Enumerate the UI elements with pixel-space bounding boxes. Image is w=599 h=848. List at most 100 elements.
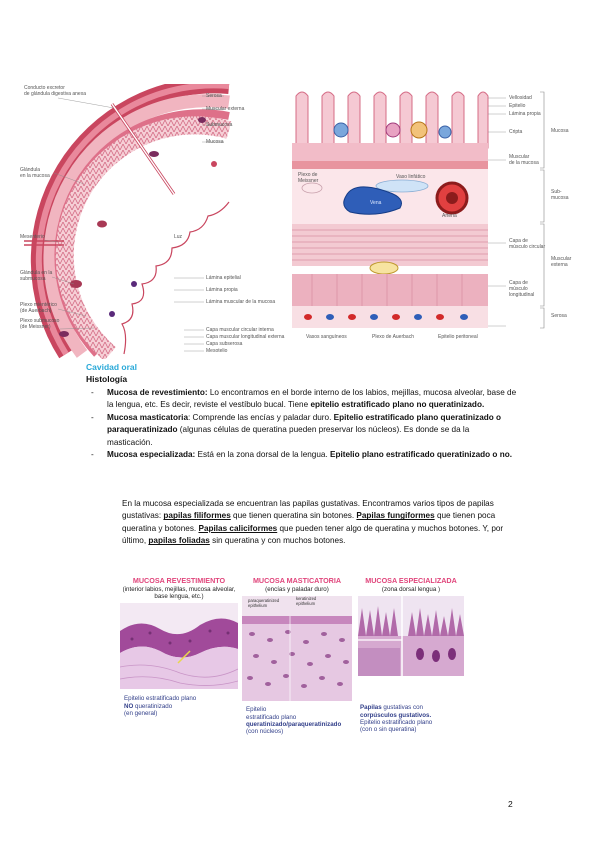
label-circular-muscle: Capa de músculo circular bbox=[509, 238, 546, 250]
page-number: 2 bbox=[508, 799, 513, 809]
item-bold-tail: epitelio estratificado plano no queratin… bbox=[310, 400, 485, 410]
foliate-papillae: papilas foliadas bbox=[148, 536, 210, 546]
paragraph-text: que tienen poca queratina y botones. bbox=[122, 511, 496, 533]
digestive-tube-drawing bbox=[24, 77, 232, 361]
paragraph-text: que pueden tener algo de queratina y muc… bbox=[122, 523, 504, 546]
label-muscular-externa: Muscular externa bbox=[206, 106, 245, 112]
label-vein: Vena bbox=[370, 200, 382, 206]
caption-line: (en general) bbox=[124, 710, 158, 718]
card-subtitle: (interior labios, mejillas, mucosa alveo… bbox=[122, 586, 236, 601]
caption-line: NO queratinizado bbox=[124, 703, 238, 710]
caption-line: Epitelio estratificado plano bbox=[360, 719, 433, 727]
label-gland-submucosa: Glándula en la submucosa bbox=[20, 270, 53, 282]
caption-text: gustativas con bbox=[381, 704, 423, 712]
label-mesentery: Mesenterio bbox=[20, 234, 45, 240]
intestinal-wall-drawing bbox=[292, 88, 545, 333]
label-artery: Arteria bbox=[442, 213, 457, 219]
item-heading: Mucosa masticatoria bbox=[107, 412, 188, 422]
label-blood-vessels: Vasos sanguíneos bbox=[306, 334, 347, 340]
label-meissner: Plexo de Meissner bbox=[298, 172, 319, 184]
tag-paraqueratinized: paraqueratinized epithelium bbox=[248, 598, 280, 609]
bracket-muscular-externa: Muscular externa bbox=[551, 256, 572, 268]
lining-mucosa-micrograph bbox=[120, 603, 238, 690]
card-subtitle: (zona dorsal lengua ) bbox=[381, 586, 441, 593]
caption-line: Epitelio estratificado plano bbox=[124, 695, 197, 703]
item-heading: Mucosa de revestimiento: bbox=[107, 388, 208, 397]
label-epithelial-lamina: Lámina epitelial bbox=[206, 275, 241, 281]
label-myenteric-plexus: Plexo mientérico (de Auerbach) bbox=[20, 302, 57, 314]
card-caption: Epitelio estratificado plano NO queratin… bbox=[120, 695, 238, 717]
card-title: MUCOSA ESPECIALIZADA bbox=[365, 576, 457, 585]
histology-card-lining: MUCOSA REVESTIMIENTO (interior labios, m… bbox=[120, 576, 238, 718]
item-text: : Comprende las encías y paladar duro. bbox=[188, 412, 334, 422]
bracket-serosa: Serosa bbox=[551, 313, 567, 319]
intestinal-wall-diagram: Vellosidad Epitelio Lámina propia Cripta… bbox=[292, 88, 582, 346]
label-crypt: Cripta bbox=[509, 129, 523, 135]
list-item: - Mucosa especializada: Está en la zona … bbox=[91, 449, 517, 461]
label-mesothelium: Mesotelio bbox=[206, 348, 228, 354]
label-lumen: Luz bbox=[174, 234, 183, 240]
mucosa-type-list: - Mucosa de revestimiento: Lo encontramo… bbox=[91, 387, 517, 461]
label-longitudinal-muscle: Capa de músculo longitudinal bbox=[509, 280, 535, 298]
label-villus: Vellosidad bbox=[509, 95, 532, 101]
label-gland-mucosa: Glándula en la mucosa bbox=[20, 167, 50, 179]
masticatory-mucosa-micrograph bbox=[242, 596, 352, 702]
section-subtitle: Histología bbox=[86, 374, 128, 384]
list-dash: - bbox=[91, 388, 94, 397]
label-circular-layer: Capa muscular circular interna bbox=[206, 327, 274, 333]
label-lamina-propria: Lámina propia bbox=[206, 287, 238, 293]
paragraph-text: que tienen queratina sin botones. bbox=[230, 511, 357, 521]
filiform-papillae: papilas filiformes bbox=[163, 511, 231, 521]
histology-card-specialized: MUCOSA ESPECIALIZADA (zona dorsal lengua… bbox=[358, 576, 464, 734]
card-caption: Epitelio estratificado plano queratiniza… bbox=[242, 706, 352, 736]
caption-line: Epitelio bbox=[246, 706, 267, 714]
list-dash: - bbox=[91, 450, 94, 460]
bracket-mucosa: Mucosa bbox=[551, 128, 569, 134]
item-tail: (algunas células de queratina pueden pre… bbox=[107, 425, 470, 447]
label-muscularis-mucosae: Lámina muscular de la mucosa bbox=[206, 299, 276, 305]
card-title: MUCOSA MASTICATORIA bbox=[252, 576, 342, 585]
masticatory-image-frame: paraqueratinized epithelium keratinized … bbox=[242, 596, 352, 702]
caption-line: (con o sin queratina) bbox=[360, 726, 417, 734]
label-lamina-propria-right: Lámina propia bbox=[509, 111, 541, 117]
section-title: Cavidad oral bbox=[86, 362, 138, 372]
list-item: - Mucosa masticatoria: Comprende las enc… bbox=[91, 412, 517, 449]
caption-emphasis: Papilas bbox=[360, 704, 382, 712]
label-submucous-plexus: Plexo submucoso (de Meissner) bbox=[20, 318, 60, 330]
label-submucosa: Submucosa bbox=[206, 122, 233, 128]
fungiform-papillae: Papilas fungiformes bbox=[356, 511, 435, 521]
label-lymph-vessel: Vaso linfático bbox=[396, 174, 426, 180]
caption-line: queratinizado/paraqueratinizado bbox=[246, 721, 342, 729]
histology-card-masticatory: MUCOSA MASTICATORIA (encías y paladar du… bbox=[242, 576, 352, 736]
list-dash: - bbox=[91, 412, 94, 422]
item-heading: Mucosa especializada: bbox=[107, 450, 196, 460]
caption-emphasis: NO bbox=[124, 702, 134, 710]
digestive-tube-diagram: Conducto excretor de glándula digestiva … bbox=[20, 77, 292, 361]
item-text: Está en la zona dorsal de la lengua. bbox=[195, 450, 331, 460]
paragraph-text: sin queratina y con muchos botones. bbox=[209, 536, 346, 546]
item-bold-tail: Epitelio plano estratificado queratiniza… bbox=[330, 450, 512, 460]
caption-text: queratinizado bbox=[133, 702, 173, 710]
card-caption: Papilas gustativas con corpúsculos gusta… bbox=[358, 704, 464, 734]
label-epithelium: Epitelio bbox=[509, 103, 526, 109]
label-longitudinal-layer: Capa muscular longitudinal externa bbox=[206, 334, 285, 340]
label-mucosa: Mucosa bbox=[206, 139, 224, 145]
caption-line: Papilas gustativas con bbox=[360, 704, 464, 711]
label-auerbach: Plexo de Auerbach bbox=[372, 334, 414, 340]
label-serosa: Serosa bbox=[206, 93, 222, 99]
item-text: Lo encontramos en el borde interno de lo… bbox=[107, 388, 517, 410]
label-subserosa: Capa subserosa bbox=[206, 341, 243, 347]
paragraph-text: En la mucosa especializada se encuentran… bbox=[122, 499, 494, 521]
papillae-paragraph: En la mucosa especializada se encuentran… bbox=[122, 498, 518, 548]
card-title: MUCOSA REVESTIMIENTO bbox=[132, 576, 226, 585]
label-muscularis-mucosa: Muscular de la mucosa bbox=[509, 154, 539, 166]
caption-line: (con núcleos) bbox=[246, 728, 284, 736]
tag-keratinized: keratinized epithelium bbox=[296, 596, 317, 607]
card-subtitle: (encías y paladar duro) bbox=[265, 586, 329, 593]
caption-line: corpúsculos gustativos. bbox=[360, 711, 432, 719]
specialized-mucosa-micrograph bbox=[358, 596, 464, 677]
caption-line: estratificado plano bbox=[246, 713, 297, 721]
list-item: - Mucosa de revestimiento: Lo encontramo… bbox=[91, 387, 517, 412]
circumvallate-papillae: Papilas caliciformes bbox=[198, 523, 278, 533]
label-peritoneal-epithelium: Epitelio peritoneal bbox=[438, 334, 478, 340]
